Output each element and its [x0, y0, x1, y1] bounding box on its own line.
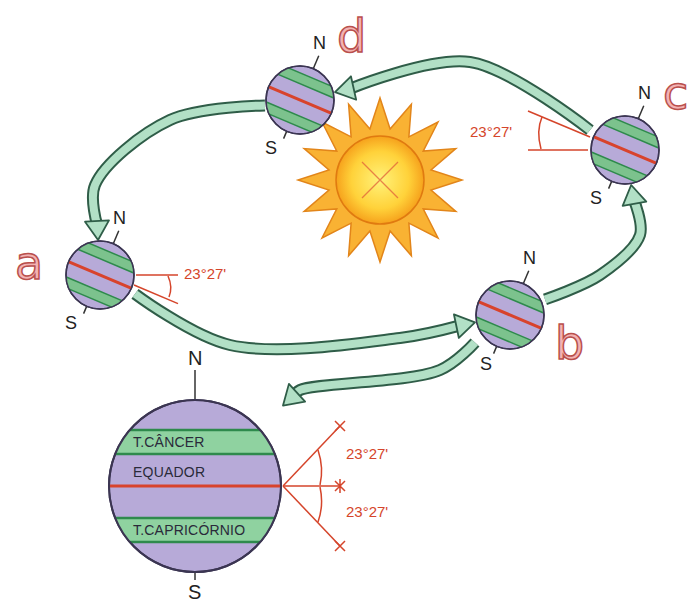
pole-label: S: [590, 189, 602, 207]
globe-outline: [476, 281, 544, 349]
arrow-body: [93, 105, 265, 225]
pole-label: S: [188, 582, 201, 602]
globe-bands: [459, 294, 560, 337]
orbit-arrow: [135, 294, 475, 349]
arrow-outline: [545, 200, 641, 300]
pole-label: N: [313, 34, 326, 52]
position-letter: b: [555, 320, 584, 366]
globe-outline: [109, 400, 281, 572]
globe-bands: [240, 55, 361, 144]
angle-label: 23°27': [470, 124, 512, 139]
globe-bands: [249, 79, 350, 122]
orbit-globe: NdS: [265, 65, 335, 135]
arrow-body: [350, 61, 590, 130]
globe-bands: [565, 105, 686, 194]
axis-line: [194, 370, 196, 399]
globe-outline: [591, 116, 659, 184]
angle-lines-a: [136, 274, 178, 276]
globe-drawing: [65, 240, 135, 310]
angle-lines-earth: [283, 421, 345, 551]
sun-mark: [362, 162, 398, 198]
globe-drawing: [475, 280, 545, 350]
angle-lines-a: [168, 276, 171, 297]
pole-label: S: [65, 314, 77, 332]
globe-bands: [107, 453, 283, 456]
globe-drawing: [40, 230, 161, 319]
pole-label: N: [523, 249, 536, 267]
angle-lines-c: [528, 149, 588, 151]
arrow-outline: [93, 105, 265, 225]
latitude-label: EQUADOR: [133, 464, 205, 480]
globe-bands: [574, 129, 675, 172]
sun-disk: [336, 136, 424, 224]
pole-label: N: [188, 348, 202, 368]
arrow-body: [294, 343, 475, 396]
position-letter: a: [15, 240, 43, 286]
arrow-head: [454, 314, 475, 337]
pole-label: S: [480, 355, 492, 373]
angle-lines-earth: [318, 487, 322, 522]
globe-outline: [266, 66, 334, 134]
globe-drawing: [240, 55, 361, 144]
angle-label: 23°27': [346, 446, 388, 461]
angle-label: 23°27': [346, 504, 388, 519]
angle-lines-earth: [283, 485, 340, 487]
latitude-label: T.CÂNCER: [133, 434, 205, 450]
globe-bands: [107, 518, 283, 542]
orbit-globe: NcS: [590, 115, 660, 185]
orbit-arrow: [85, 105, 265, 240]
globe-drawing: [590, 115, 660, 185]
angle-label: 23°27': [184, 266, 226, 281]
globe-bands: [450, 270, 571, 359]
globe-bands: [107, 517, 283, 520]
pole-label: N: [638, 84, 651, 102]
orbit-globe: NbS: [475, 280, 545, 350]
angle-lines-c: [539, 117, 542, 149]
angle-lines-earth: [283, 426, 340, 486]
globe-outline: [66, 241, 134, 309]
globe-bands: [107, 430, 283, 454]
globe-bands: [107, 429, 283, 432]
angle-lines-earth: [283, 486, 340, 546]
globe-bands: [107, 430, 283, 542]
arrow-body: [135, 294, 460, 349]
angle-lines-earth: [318, 450, 322, 485]
angle-lines-earth: [335, 421, 345, 551]
arrow-head: [283, 384, 305, 406]
orbit-arrow: [283, 343, 475, 406]
arrow-head: [623, 185, 647, 206]
orbit-arrow: [545, 185, 646, 299]
pole-label: S: [265, 139, 277, 157]
arrow-outline: [350, 61, 590, 130]
arrow-body: [545, 200, 641, 300]
earth-globe: NT.CÂNCEREQUADORT.CAPRICÓRNIOS: [107, 398, 283, 574]
position-letter: c: [663, 70, 688, 116]
orbit-globe: aNS: [65, 240, 135, 310]
axis-line: [194, 573, 196, 580]
arrow-head: [335, 76, 356, 99]
globe-drawing: [565, 105, 686, 194]
globe-bands: [40, 230, 161, 319]
position-letter: d: [337, 13, 366, 59]
globe-bands: [107, 485, 283, 488]
globe-drawing: [450, 270, 571, 359]
globe-bands: [49, 254, 150, 297]
pole-label: N: [113, 209, 126, 227]
arrow-outline: [135, 294, 460, 349]
globe-bands: [107, 541, 283, 544]
latitude-label: T.CAPRICÓRNIO: [133, 522, 245, 538]
globe-drawing: [265, 65, 335, 135]
arrow-outline: [294, 343, 475, 396]
arrow-head: [85, 220, 109, 240]
orbit-arrow: [335, 61, 590, 130]
globe-drawing: [107, 398, 283, 574]
